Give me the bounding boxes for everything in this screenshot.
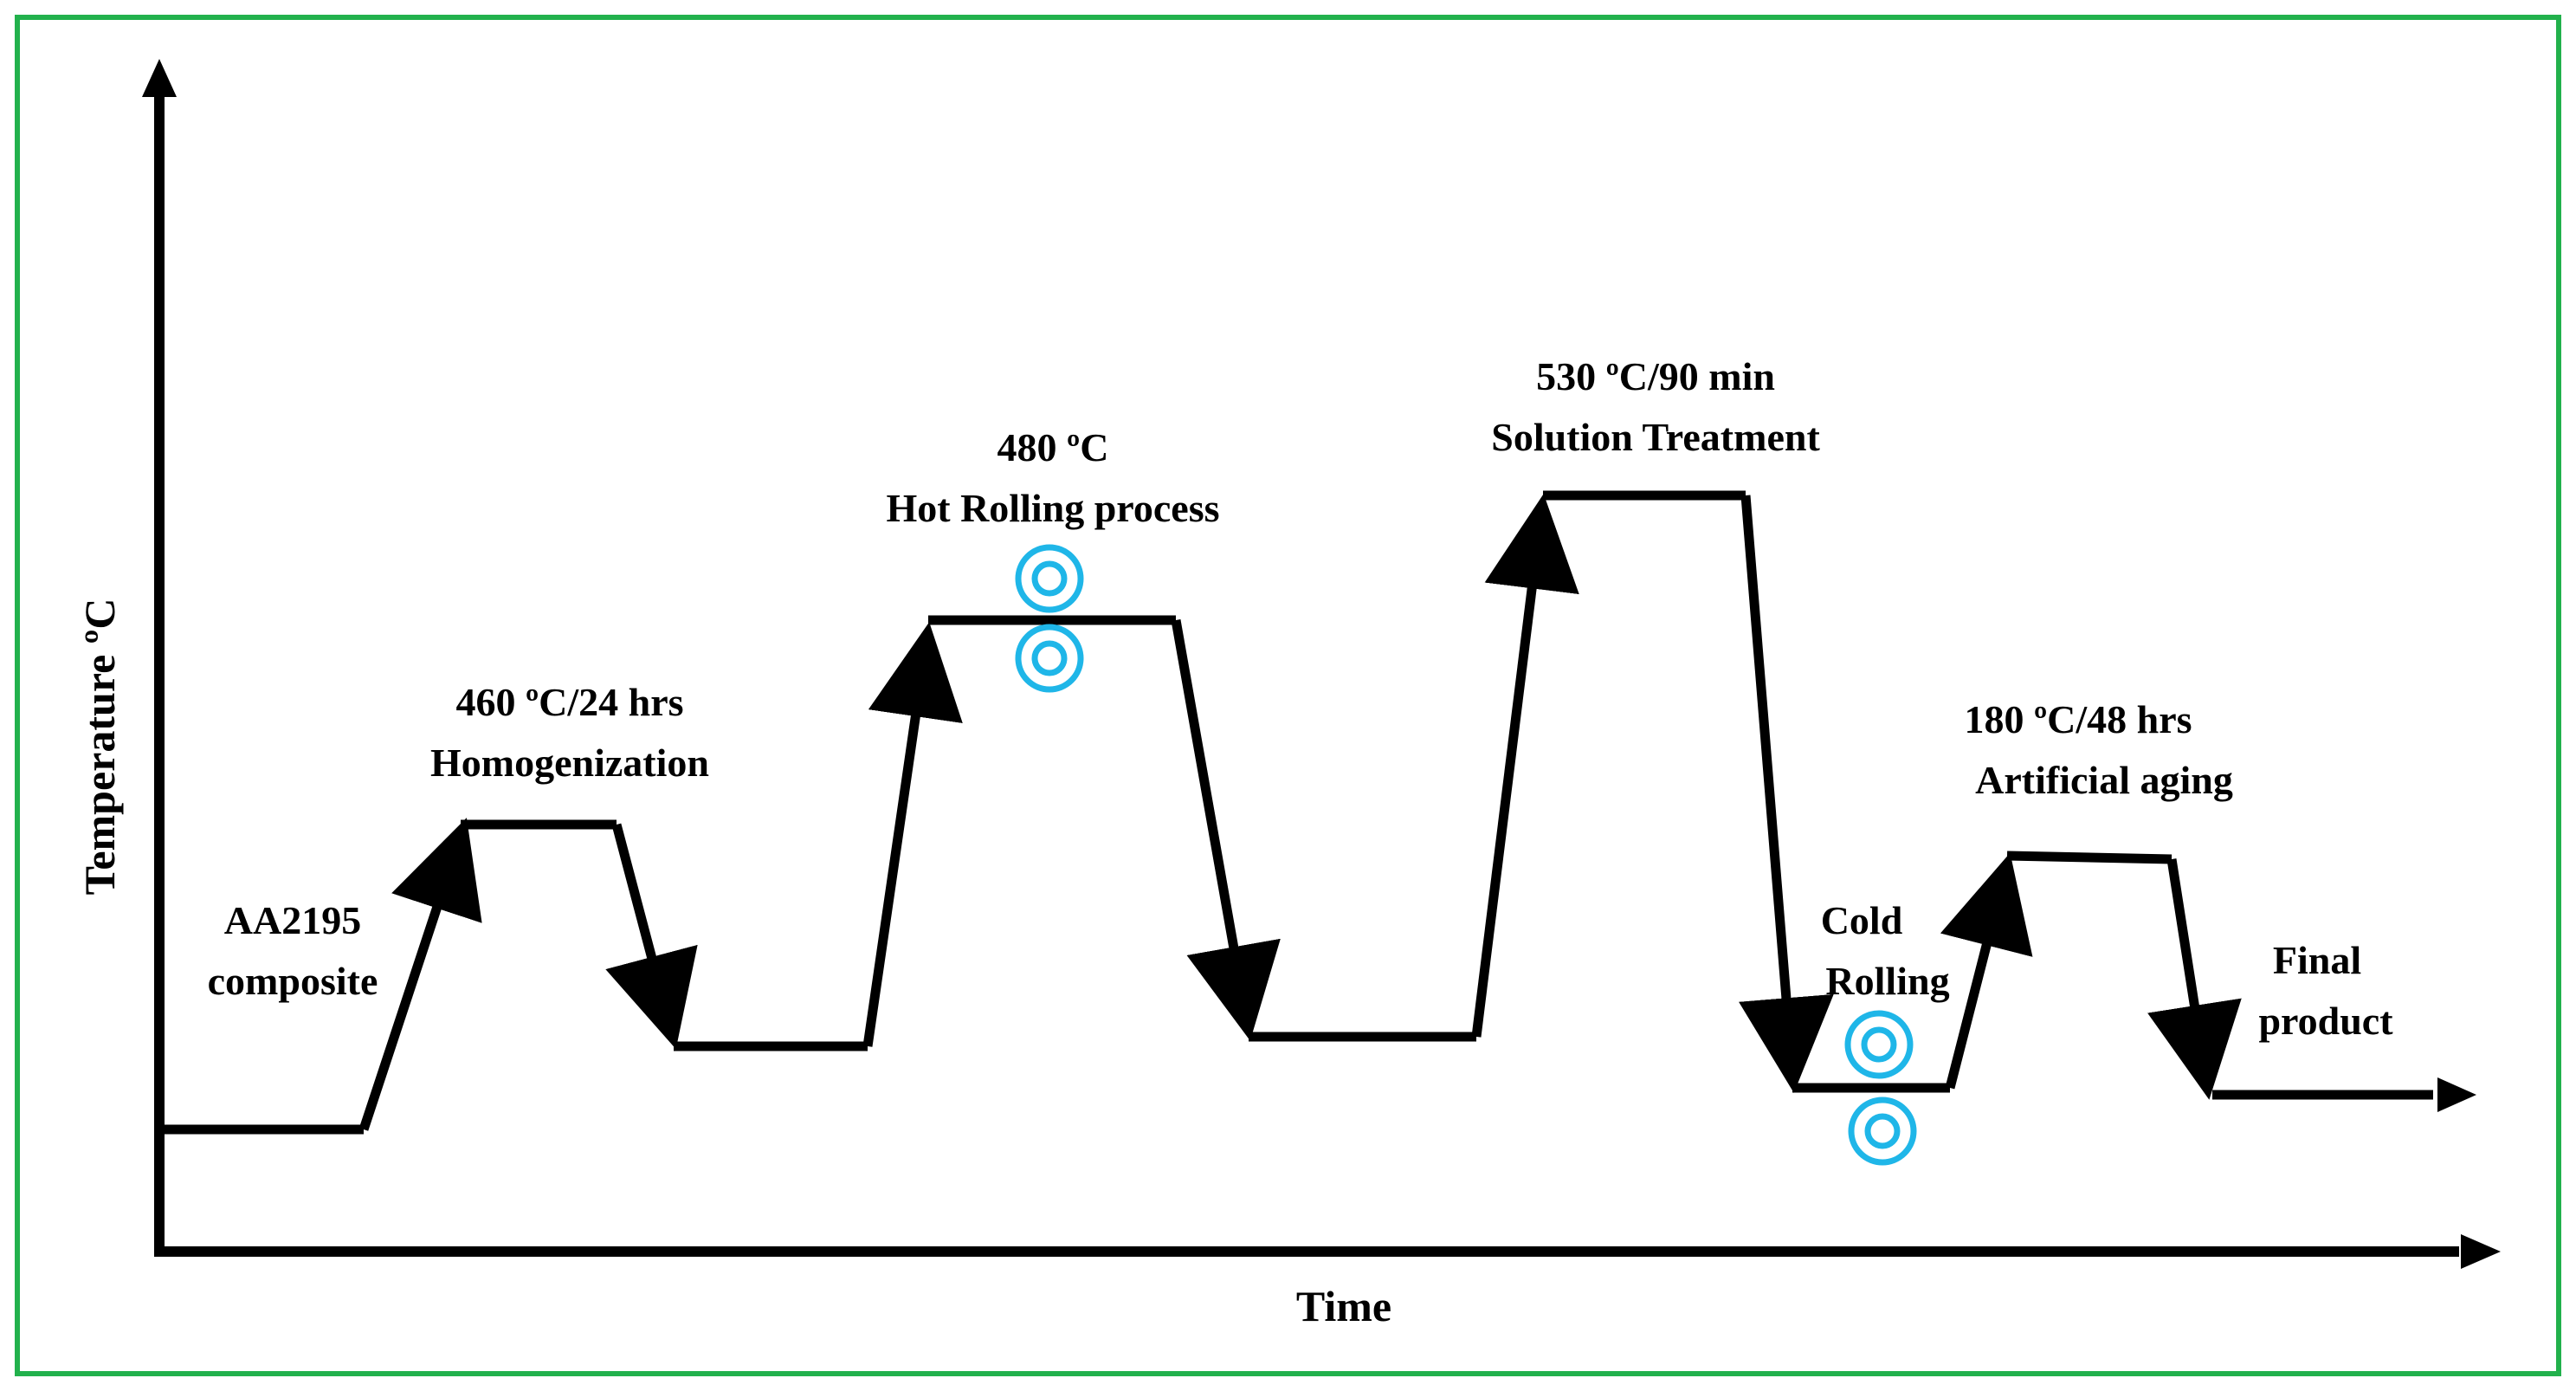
segment-ramp-1 xyxy=(358,818,482,1131)
aging-label-line1: 180 ºC/48 hrs xyxy=(1964,697,2192,741)
cold-rolling-label-line1: Cold xyxy=(1821,898,1903,942)
frame-border xyxy=(15,15,2561,1376)
final-arrowhead xyxy=(2437,1077,2476,1112)
final-label-line1: Final xyxy=(2273,938,2361,982)
start-label-line1: AA2195 xyxy=(224,898,361,942)
roller-icon xyxy=(1861,1026,1897,1063)
roller-icon xyxy=(1015,544,1084,693)
segment-quench xyxy=(1739,495,1834,1093)
y-axis-label: Temperature ºC xyxy=(75,598,124,896)
y-axis-arrowhead xyxy=(142,59,177,97)
solution-label-line1: 530 ºC/90 min xyxy=(1536,354,1775,398)
roller-icon xyxy=(1031,560,1068,597)
roller-icon xyxy=(1844,1010,1917,1166)
hot-rolling-label-line1: 480 ºC xyxy=(997,425,1109,469)
roller-icon xyxy=(1015,624,1084,693)
segment-cool-1 xyxy=(605,823,698,1050)
cold-rolling-label-line2: Rolling xyxy=(1825,959,1949,1003)
segment-ramp-4 xyxy=(1940,852,2033,1090)
segment-cool-3 xyxy=(2147,858,2242,1100)
segment-ramp-3 xyxy=(1471,494,1579,1038)
homogenization-label-line2: Homogenization xyxy=(430,741,709,785)
roller-icon xyxy=(1864,1113,1901,1149)
roller-icon xyxy=(1848,1097,1917,1166)
x-axis-arrowhead xyxy=(2461,1234,2501,1269)
roller-icon xyxy=(1015,544,1084,613)
segment-cool-2 xyxy=(1171,619,1281,1041)
roller-icon xyxy=(1844,1010,1914,1079)
final-label-line2: product xyxy=(2258,999,2393,1043)
aging-label-line2: Artificial aging xyxy=(1975,758,2233,802)
axes xyxy=(142,59,2501,1269)
hot-rolling-label-line2: Hot Rolling process xyxy=(886,486,1219,530)
homogenization-label-line1: 460 ºC/24 hrs xyxy=(455,680,683,724)
solution-label-line2: Solution Treatment xyxy=(1491,415,1820,459)
x-axis-label: Time xyxy=(1296,1282,1391,1330)
roller-icon xyxy=(1031,640,1068,676)
process-curve xyxy=(165,490,2433,1135)
segment-ramp-2 xyxy=(862,622,963,1047)
segment-aging-plateau xyxy=(2006,851,2172,864)
start-label-line2: composite xyxy=(208,959,378,1003)
